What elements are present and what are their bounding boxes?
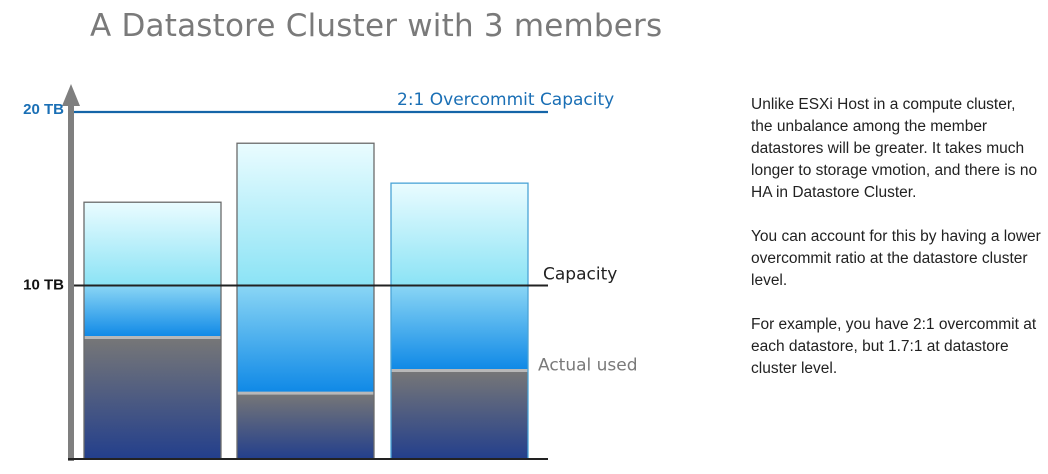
capacity-segment <box>391 285 528 371</box>
datastore-bar-2 <box>236 142 375 460</box>
datastore-bar-1 <box>83 201 222 460</box>
explanation-paragraph-3: For example, you have 2:1 overcommit at … <box>751 316 1037 377</box>
explanation-text: Unlike ESXi Host in a compute cluster, t… <box>751 94 1041 380</box>
overcommit-segment <box>84 202 221 286</box>
used-segment <box>237 393 374 459</box>
capacity-segment <box>237 285 374 394</box>
y-tick-label-10tb: 10 TB <box>23 276 64 293</box>
capacity-segment <box>84 285 221 338</box>
y-axis-arrow <box>62 84 80 106</box>
overcommit-segment <box>391 183 528 286</box>
explanation-paragraph-1: Unlike ESXi Host in a compute cluster, t… <box>751 96 1038 201</box>
y-tick-label-20tb: 20 TB <box>23 101 64 118</box>
actual-used-label: Actual used <box>538 356 638 376</box>
datastore-bars <box>83 142 529 460</box>
datastore-bar-3 <box>390 182 529 460</box>
used-segment <box>391 370 528 459</box>
used-segment <box>84 337 221 459</box>
overcommit-capacity-label: 2:1 Overcommit Capacity <box>397 90 614 110</box>
page-title: A Datastore Cluster with 3 members <box>90 8 663 44</box>
capacity-label: Capacity <box>543 265 617 285</box>
explanation-paragraph-2: You can account for this by having a low… <box>751 228 1041 289</box>
overcommit-segment <box>237 143 374 286</box>
datastore-cluster-diagram: 20 TB 10 TB 2:1 Overcommit Capacity Capa… <box>23 84 638 461</box>
